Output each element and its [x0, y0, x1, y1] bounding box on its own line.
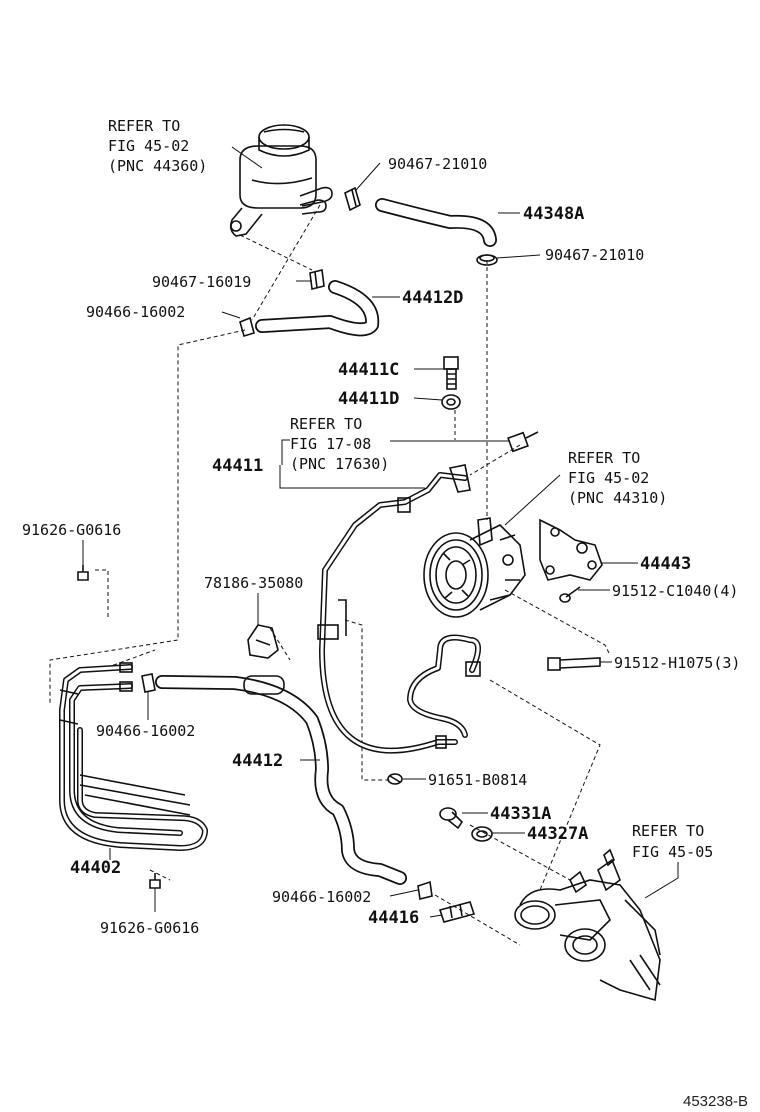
- callout-refer-pump: REFER TO FIG 45-02 (PNC 44310): [568, 449, 667, 507]
- bolt-91512-h1075: [547, 657, 601, 671]
- callout-refer-gear: REFER TO FIG 45-05: [632, 822, 713, 861]
- refer-switch-line3: (PNC 17630): [290, 455, 389, 473]
- gasket-44327a: [471, 826, 493, 842]
- refer-gear-line1: REFER TO: [632, 822, 704, 840]
- gasket-44411d: [441, 394, 461, 410]
- pressure-line-gear: [407, 634, 481, 738]
- hose-44412d: [255, 280, 380, 337]
- label-clamp-16002-top: 90466-16002: [86, 303, 185, 321]
- pressure-tube-44411: [317, 464, 471, 754]
- union-bolt-44411c: [443, 356, 459, 390]
- refer-reservoir-line2: FIG 45-02: [108, 137, 189, 155]
- label-union-bolt: 44411C: [338, 360, 399, 380]
- clamp-90466-16002-bottom: [417, 880, 433, 900]
- bolt-91626-g0616-top: [77, 565, 89, 581]
- union-44331a: [439, 807, 464, 830]
- leader-lines: [82, 146, 679, 918]
- bracket-44443: [539, 518, 603, 581]
- label-clamp-16002-bottom: 90466-16002: [272, 888, 371, 906]
- pressure-switch: [507, 431, 539, 453]
- power-steering-pump: [423, 517, 526, 618]
- label-bolt-c1040: 91512-C1040(4): [612, 582, 738, 600]
- label-clamp-top-right: 90467-21010: [388, 155, 487, 173]
- label-bolt-b0814: 91651-B0814: [428, 771, 527, 789]
- bolt-91651-b0814: [387, 773, 403, 785]
- refer-reservoir-line1: REFER TO: [108, 117, 180, 135]
- label-gasket-44327a: 44327A: [527, 824, 588, 844]
- clamp-90466-16002-mid: [141, 673, 156, 693]
- label-hose-44412d: 44412D: [402, 288, 463, 308]
- label-cooler: 44402: [70, 858, 121, 878]
- callout-refer-pressure-switch: REFER TO FIG 17-08 (PNC 17630): [290, 415, 389, 473]
- label-clamp-lower-right: 90467-21010: [545, 246, 644, 264]
- clamp-90467-21010-lower: [476, 254, 498, 266]
- refer-pump-line3: (PNC 44310): [568, 489, 667, 507]
- cooler-44402: [59, 662, 208, 851]
- label-bolt-g0616-top: 91626-G0616: [22, 521, 121, 539]
- bolt-91626-g0616-bottom: [149, 873, 161, 889]
- hose-44348a: [375, 198, 497, 247]
- bolt-91512-c1040: [559, 586, 581, 603]
- label-bolt-g0616-bottom: 91626-G0616: [100, 919, 199, 937]
- label-bolt-h1075: 91512-H1075(3): [614, 654, 740, 672]
- label-gasket: 44411D: [338, 389, 399, 409]
- assembly-dash-lines: [49, 204, 611, 946]
- union-44416: [438, 901, 476, 923]
- callout-refer-reservoir: REFER TO FIG 45-02 (PNC 44360): [108, 117, 207, 175]
- refer-switch-line1: REFER TO: [290, 415, 362, 433]
- diagram-code: 453238-B: [683, 1093, 748, 1110]
- label-union-44331a: 44331A: [490, 804, 551, 824]
- refer-pump-line1: REFER TO: [568, 449, 640, 467]
- refer-pump-line2: FIG 45-02: [568, 469, 649, 487]
- label-pressure-tube: 44411: [212, 456, 263, 476]
- steering-gear: [514, 848, 661, 1002]
- label-clamp-16019: 90467-16019: [152, 273, 251, 291]
- refer-gear-line2: FIG 45-05: [632, 843, 713, 861]
- label-return-hose: 44412: [232, 751, 283, 771]
- clamp-90467-16019: [309, 269, 325, 290]
- return-hose-44412: [155, 675, 407, 885]
- clamp-90466-16002-top: [239, 316, 255, 337]
- label-hose-44348a: 44348A: [523, 204, 584, 224]
- label-clamp-16002-mid: 90466-16002: [96, 722, 195, 740]
- label-bracket: 44443: [640, 554, 691, 574]
- clamp-78186-35080: [247, 624, 279, 659]
- clamp-90467-21010-top: [344, 186, 361, 212]
- reservoir-tank: [229, 124, 333, 237]
- label-union-44416: 44416: [368, 908, 419, 928]
- refer-reservoir-line3: (PNC 44360): [108, 157, 207, 175]
- label-clamp-35080: 78186-35080: [204, 574, 303, 592]
- refer-switch-line2: FIG 17-08: [290, 435, 371, 453]
